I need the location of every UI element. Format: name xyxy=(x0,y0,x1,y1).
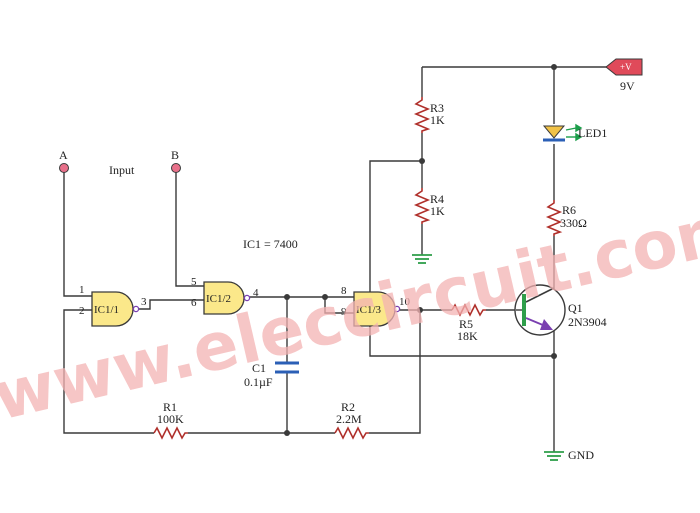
r2-name: R2 xyxy=(341,400,355,414)
wires xyxy=(63,66,612,452)
ground-divider-icon xyxy=(412,254,432,264)
r5-name: R5 xyxy=(459,317,473,331)
r1-name: R1 xyxy=(163,400,177,414)
input-caption: Input xyxy=(109,163,135,177)
r2-value: 2.2M xyxy=(336,412,362,426)
c1-name: C1 xyxy=(252,361,266,375)
r6-value: 330Ω xyxy=(560,216,587,230)
pin-5: 5 xyxy=(191,276,197,288)
r3-name: R3 xyxy=(430,101,444,115)
pin-9: 9 xyxy=(341,306,347,318)
nand-gate-1: IC1/1 xyxy=(91,291,140,327)
r4-name: R4 xyxy=(430,192,444,206)
resistor-r4: R4 1K xyxy=(413,188,445,224)
input-a-label: A xyxy=(59,148,68,162)
pin-3: 3 xyxy=(141,296,147,308)
resistor-r2: R2 2.2M xyxy=(334,400,369,440)
resistor-r5: R5 18K xyxy=(451,303,486,343)
supply-voltage: 9V xyxy=(620,79,635,93)
ground-transistor-icon xyxy=(544,451,564,461)
transistor-q1: Q1 2N3904 xyxy=(514,284,607,336)
junction-dots xyxy=(284,64,557,436)
input-b-terminal xyxy=(171,163,181,173)
resistor-r3: R3 1K xyxy=(413,97,445,133)
c1-value: 0.1µF xyxy=(244,375,273,389)
supply-terminal: +V 9V xyxy=(605,58,643,93)
nand-gate-3: IC1/3 xyxy=(353,291,401,327)
pin-numbers: 1 2 3 5 6 4 8 9 10 xyxy=(79,276,411,318)
r6-name: R6 xyxy=(562,203,576,217)
gate-2-label: IC1/2 xyxy=(206,293,231,305)
pin-2: 2 xyxy=(79,305,85,317)
pin-4: 4 xyxy=(253,287,259,299)
r4-value: 1K xyxy=(430,204,445,218)
pin-10: 10 xyxy=(399,296,411,308)
q1-part: 2N3904 xyxy=(568,315,607,329)
led-light-arrows-icon xyxy=(565,123,583,142)
input-a-terminal xyxy=(59,163,69,173)
nand-gate-2: IC1/2 xyxy=(203,281,251,315)
resistor-r6: R6 330Ω xyxy=(545,200,587,236)
capacitor-c1: C1 0.1µF xyxy=(244,361,299,389)
resistor-r1: R1 100K xyxy=(153,400,188,440)
input-b-label: B xyxy=(171,148,179,162)
ic-note: IC1 = 7400 xyxy=(243,237,298,251)
gate-1-label: IC1/1 xyxy=(94,304,119,316)
gate-3-label: IC1/3 xyxy=(356,304,382,316)
r5-value: 18K xyxy=(457,329,478,343)
supply-tag: +V xyxy=(620,62,632,72)
gnd-label: GND xyxy=(568,448,594,462)
pin-6: 6 xyxy=(191,297,197,309)
led-1: LED1 xyxy=(540,123,607,144)
pin-1: 1 xyxy=(79,284,85,296)
q1-name: Q1 xyxy=(568,301,583,315)
r1-value: 100K xyxy=(157,412,184,426)
led-name: LED1 xyxy=(578,126,607,140)
pin-8: 8 xyxy=(341,285,347,297)
r3-value: 1K xyxy=(430,113,445,127)
